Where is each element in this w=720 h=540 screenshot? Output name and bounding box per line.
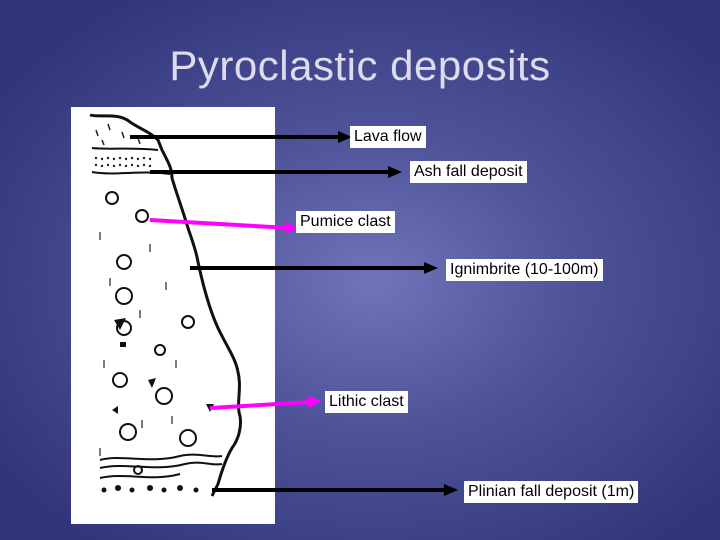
plinian-clasts — [101, 485, 199, 493]
arrow-plinian — [212, 484, 458, 496]
label-lava-flow: Lava flow — [350, 126, 426, 148]
arrow-lithic — [209, 396, 322, 410]
arrow-ignimbrite — [190, 262, 438, 274]
arrow-ash-fall — [150, 166, 402, 178]
label-ignimbrite: Ignimbrite (10-100m) — [446, 259, 603, 281]
lava-flow-texture — [95, 123, 141, 146]
plinian-bands — [99, 453, 223, 479]
arrow-pumice — [149, 218, 298, 234]
lithic-clasts — [112, 318, 214, 414]
label-pumice-clast: Pumice clast — [296, 211, 395, 233]
arrow-lava-flow — [130, 131, 352, 143]
ash-fall-layer — [94, 156, 152, 168]
label-plinian-fall-deposit: Plinian fall deposit (1m) — [464, 481, 639, 503]
clasts — [105, 191, 197, 475]
label-ash-fall-deposit: Ash fall deposit — [410, 161, 527, 183]
slide-title: Pyroclastic deposits — [169, 42, 551, 89]
ignimbrite-ticks — [99, 232, 177, 456]
label-lithic-clast: Lithic clast — [325, 391, 408, 413]
